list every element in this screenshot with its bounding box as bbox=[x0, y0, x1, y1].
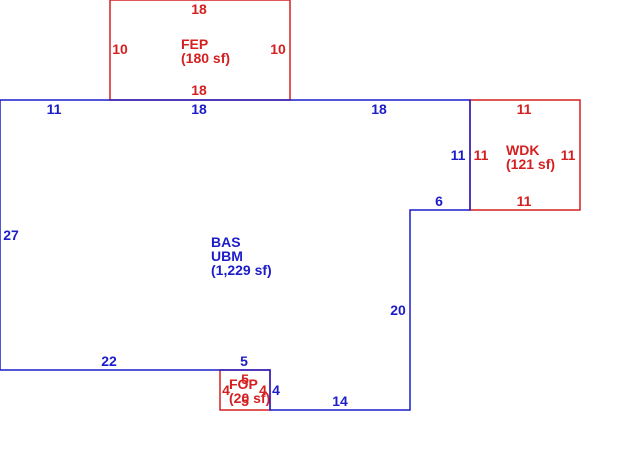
fep-dim-left: 10 bbox=[112, 41, 128, 57]
fop-dim-top: 5 bbox=[241, 371, 249, 387]
fep-label: FEP bbox=[181, 36, 208, 52]
wdk-area-size: (121 sf) bbox=[506, 156, 555, 172]
wdk-dim-right: 11 bbox=[561, 147, 576, 163]
fop-area: 5 4 4 5 FOP (20 sf) bbox=[219, 369, 271, 411]
bas-dim-bottom-left: 22 bbox=[101, 353, 117, 369]
fep-dim-right: 10 bbox=[270, 41, 286, 57]
fop-dim-bottom: 5 bbox=[241, 393, 249, 409]
bas-area-size: (1,229 sf) bbox=[211, 262, 272, 278]
bas-dim-bottom-right: 14 bbox=[332, 393, 348, 409]
fop-label: FOP bbox=[229, 376, 258, 392]
bas-label: BAS bbox=[211, 234, 241, 250]
fop-dim-left: 4 bbox=[222, 382, 230, 398]
wdk-dim-left: 11 bbox=[474, 147, 489, 163]
bas-dim-left: 27 bbox=[3, 227, 19, 243]
bas-dim-right-lower: 20 bbox=[390, 302, 406, 318]
bas-dim-top-mid: 18 bbox=[191, 101, 207, 117]
wdk-dim-top: 11 bbox=[517, 101, 532, 117]
fop-dim-right: 4 bbox=[259, 382, 267, 398]
fep-area: 18 10 10 18 FEP (180 sf) bbox=[109, 0, 291, 101]
wdk-label: WDK bbox=[506, 142, 539, 158]
bas-area: 11 18 18 11 6 20 14 22 5 4 27 BAS UBM (1… bbox=[0, 99, 471, 411]
wdk-dim-bottom: 11 bbox=[517, 193, 532, 209]
bas-dim-top-right: 18 bbox=[371, 101, 387, 117]
bas-dim-step: 6 bbox=[435, 193, 443, 209]
bas-outline bbox=[0, 99, 471, 411]
fep-area-size: (180 sf) bbox=[181, 50, 230, 66]
bas-dim-right-upper: 11 bbox=[451, 147, 466, 163]
fep-dim-bottom: 18 bbox=[191, 82, 207, 98]
bas-dim-top-left: 11 bbox=[47, 101, 62, 117]
bas-sublabel: UBM bbox=[211, 248, 243, 264]
wdk-area: 11 11 11 11 WDK (121 sf) bbox=[469, 99, 581, 211]
bas-dim-notch-side: 4 bbox=[272, 382, 280, 398]
fop-area-size: (20 sf) bbox=[229, 390, 270, 406]
bas-dim-notch-top: 5 bbox=[240, 353, 248, 369]
fep-dim-top: 18 bbox=[191, 1, 207, 17]
